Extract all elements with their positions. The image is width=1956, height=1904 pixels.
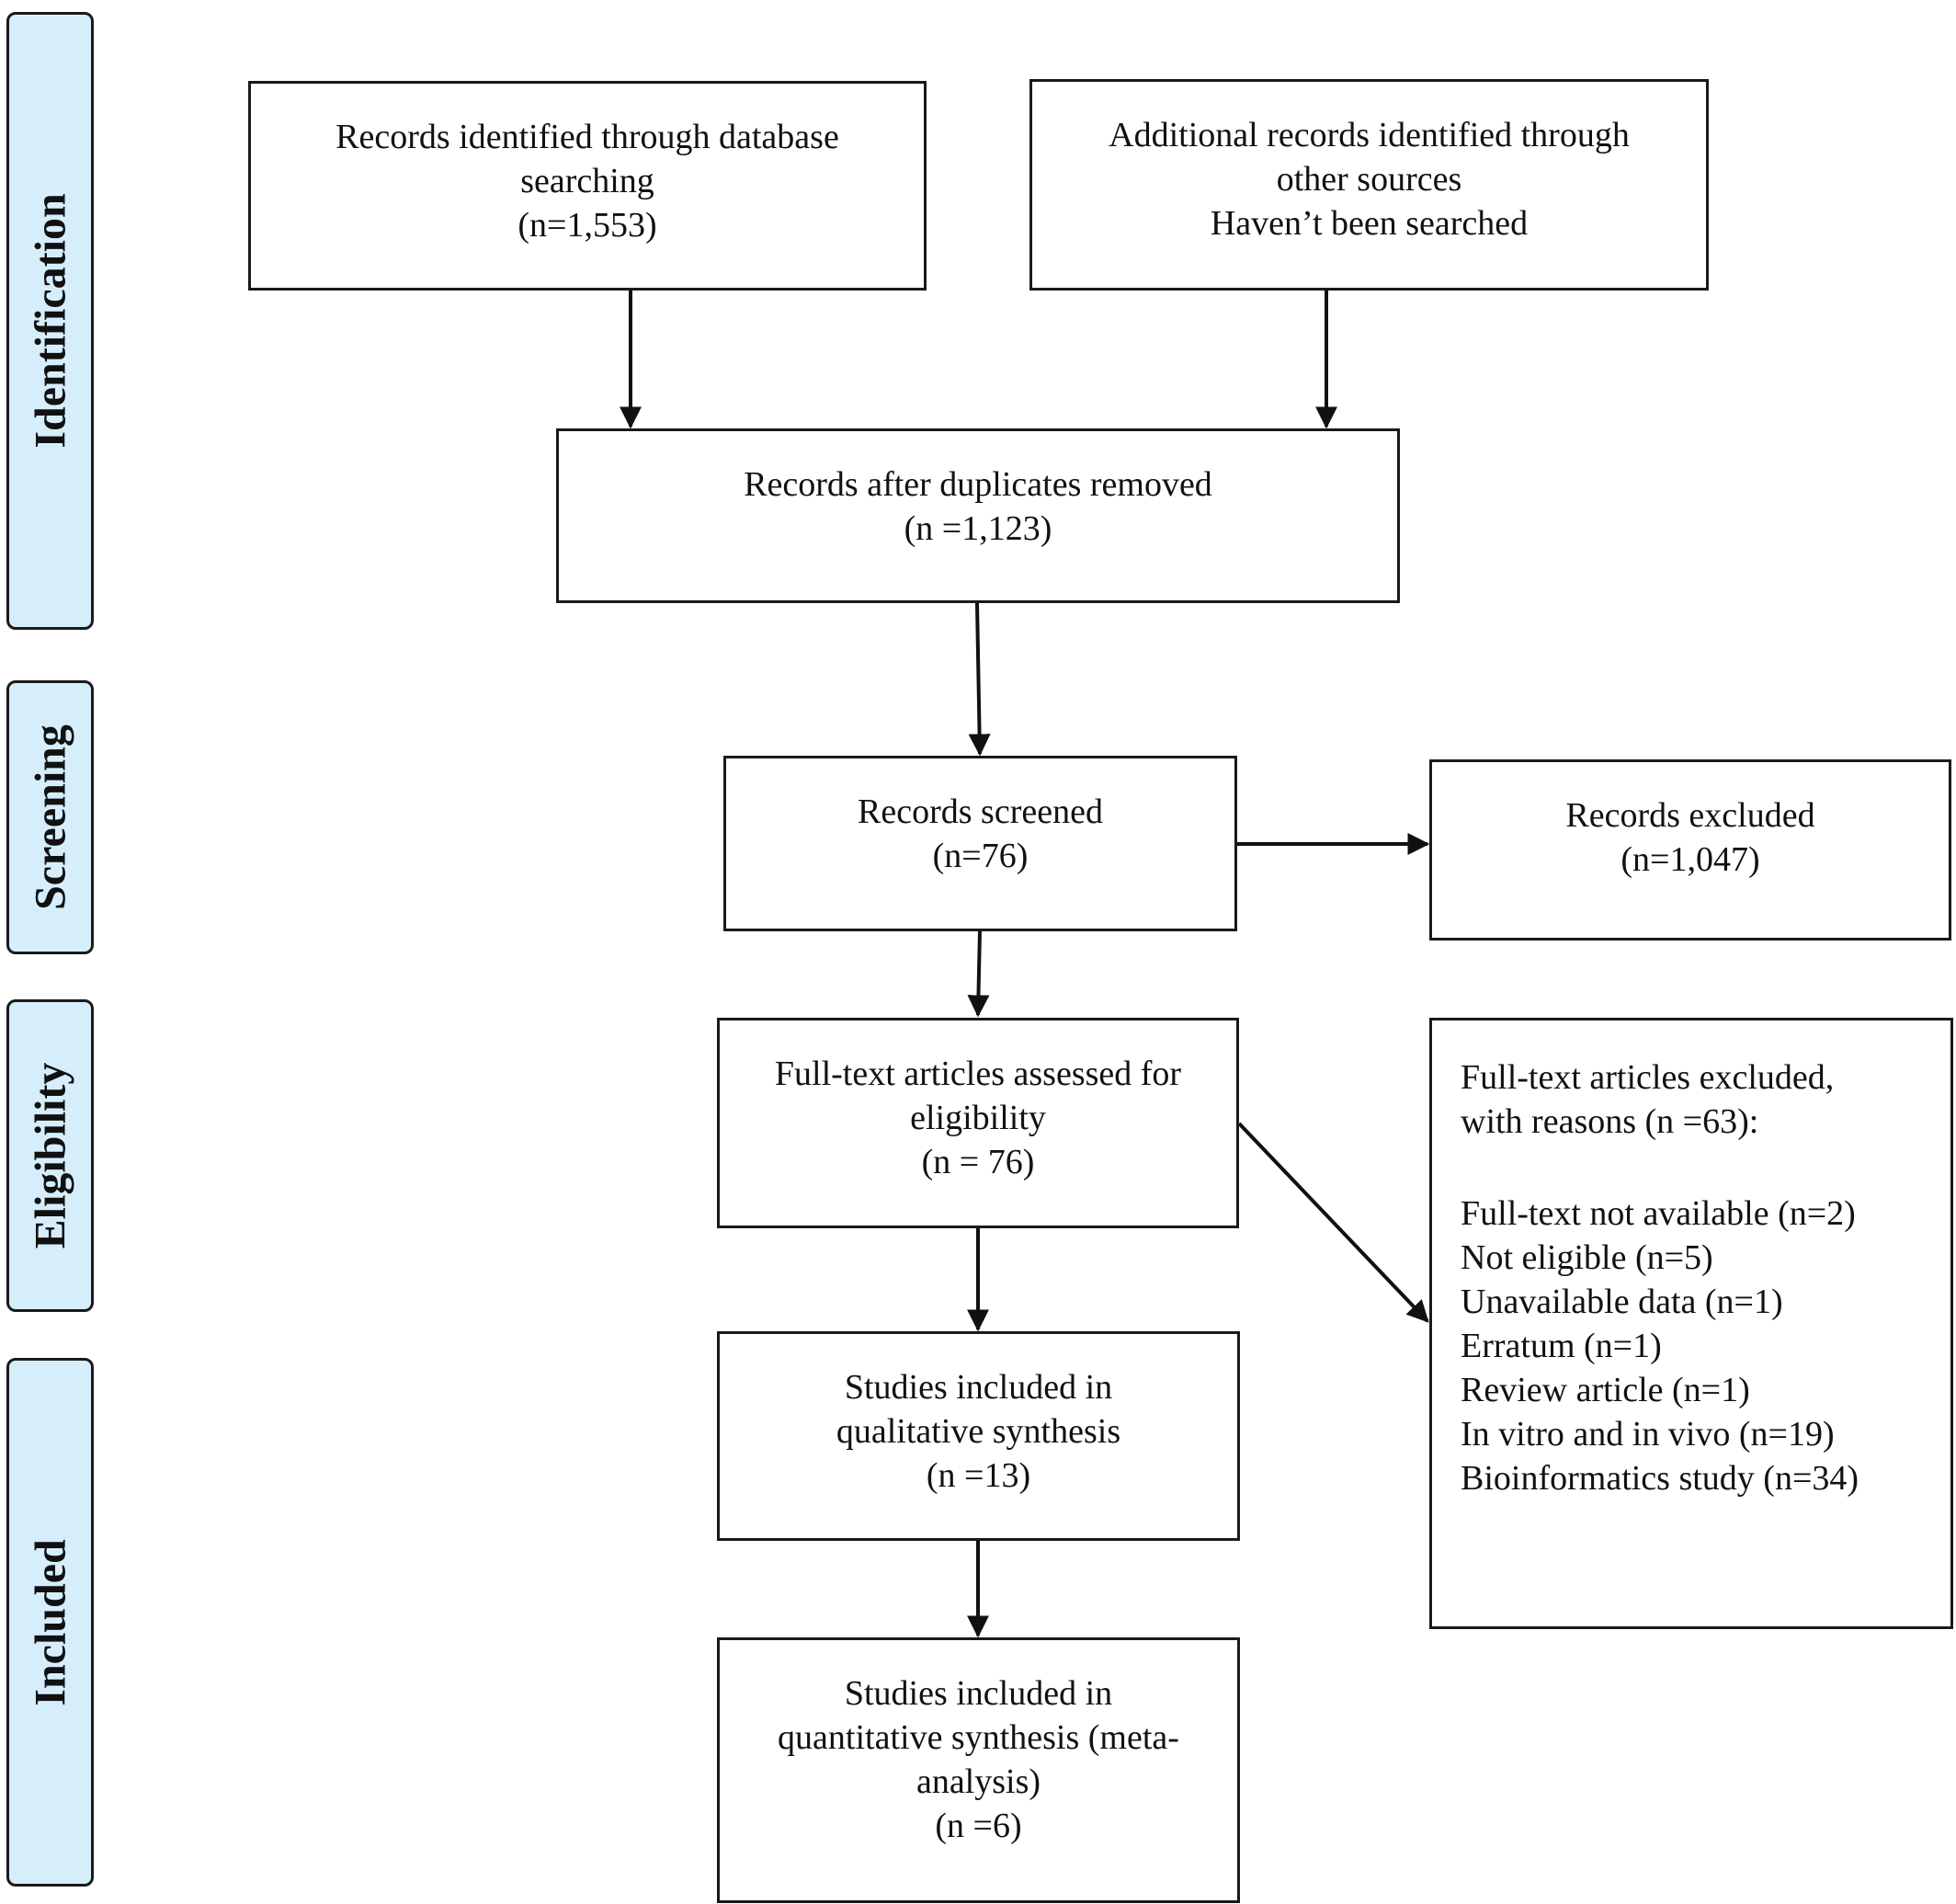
screened-line1: Records screened: [858, 792, 1103, 831]
reason-item: Review article (n=1): [1461, 1371, 1750, 1409]
qualitative-count: (n =13): [926, 1456, 1031, 1495]
arrow-fulltext-to-excluded: [1237, 1122, 1429, 1323]
stage-identification: Identification: [6, 12, 94, 630]
other-sources-line1: Additional records identified through: [1109, 116, 1630, 154]
duplicates-line1: Records after duplicates removed: [744, 465, 1212, 504]
fulltext-assessed-line1: Full-text articles assessed for: [774, 1055, 1182, 1093]
box-duplicates-removed: Records after duplicates removed (n =1,1…: [556, 428, 1400, 603]
quantitative-line1: Studies included in: [844, 1674, 1113, 1713]
reason-item: Unavailable data (n=1): [1461, 1283, 1783, 1321]
stage-eligibility: Eligibility: [6, 999, 94, 1312]
quantitative-count: (n =6): [935, 1807, 1022, 1845]
stage-screening: Screening: [6, 680, 94, 954]
excluded-line1: Records excluded: [1565, 796, 1815, 835]
box-fulltext-assessed: Full-text articles assessed for eligibil…: [717, 1018, 1239, 1228]
box-database-records: Records identified through database sear…: [248, 81, 927, 291]
quantitative-line3: analysis): [915, 1762, 1041, 1801]
box-records-excluded: Records excluded (n=1,047): [1429, 759, 1951, 941]
other-sources-note: Haven’t been searched: [1210, 204, 1529, 243]
fulltext-assessed-count: (n = 76): [921, 1143, 1035, 1181]
qualitative-line2: qualitative synthesis: [836, 1412, 1121, 1451]
reason-item: In vitro and in vivo (n=19): [1461, 1415, 1835, 1454]
database-line2: searching: [520, 162, 654, 200]
arrow-screened-to-fulltext: [967, 930, 990, 1018]
box-qualitative-synthesis: Studies included in qualitative synthesi…: [717, 1331, 1240, 1541]
reason-item: Erratum (n=1): [1461, 1327, 1662, 1365]
screened-count: (n=76): [932, 837, 1029, 875]
qualitative-line1: Studies included in: [844, 1368, 1113, 1407]
other-sources-line2: other sources: [1276, 160, 1462, 199]
box-fulltext-excluded: Full-text articles excluded, with reason…: [1429, 1018, 1953, 1629]
box-records-screened: Records screened (n=76): [723, 756, 1237, 931]
arrow-duplicates-to-screened: [968, 602, 991, 757]
box-other-sources: Additional records identified through ot…: [1029, 79, 1709, 291]
fulltext-excluded-heading2: with reasons (n =63):: [1461, 1102, 1759, 1141]
quantitative-line2: quantitative synthesis (meta-: [778, 1718, 1179, 1757]
reason-item: Not eligible (n=5): [1461, 1238, 1713, 1277]
stage-included: Included: [6, 1358, 94, 1887]
box-quantitative-synthesis: Studies included in quantitative synthes…: [717, 1637, 1240, 1903]
fulltext-assessed-line2: eligibility: [910, 1099, 1046, 1137]
excluded-count: (n=1,047): [1621, 840, 1760, 879]
reason-item: Bioinformatics study (n=34): [1461, 1459, 1859, 1498]
fulltext-excluded-heading1: Full-text articles excluded,: [1461, 1058, 1835, 1097]
reason-item: Full-text not available (n=2): [1461, 1194, 1856, 1233]
database-count: (n=1,553): [517, 206, 657, 245]
database-line1: Records identified through database: [335, 118, 839, 156]
duplicates-count: (n =1,123): [904, 509, 1052, 548]
